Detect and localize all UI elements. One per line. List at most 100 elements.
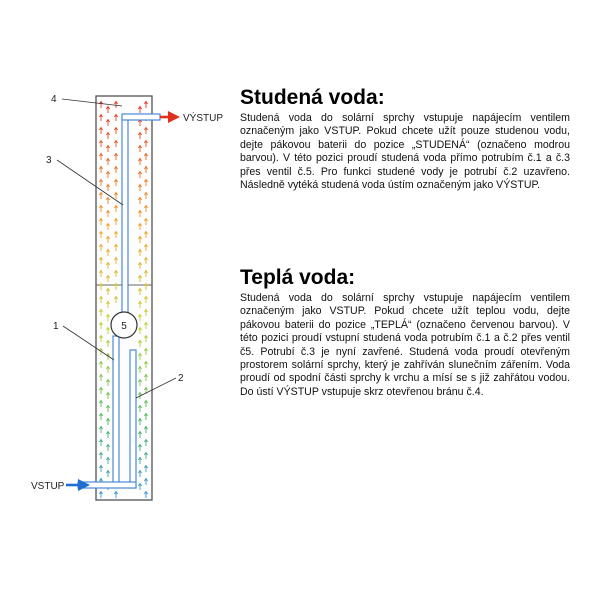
flow-arrow-mark: [114, 204, 118, 212]
flow-arrow-mark: [138, 274, 142, 282]
flow-arrow-mark: [99, 490, 103, 498]
flow-arrow-mark: [106, 261, 110, 269]
cold-water-title: Studená voda:: [240, 86, 385, 109]
flow-arrow-mark: [114, 178, 118, 186]
outlet-arrow: [160, 111, 180, 123]
warm-water-title: Teplá voda:: [240, 266, 356, 289]
flow-arrow-mark: [138, 443, 142, 451]
flow-arrow-mark: [144, 438, 148, 446]
flow-arrow-mark: [138, 105, 142, 113]
flow-arrow-mark: [144, 139, 148, 147]
inlet-arrow: [66, 479, 90, 491]
flow-arrow-mark: [99, 152, 103, 160]
flow-arrow-mark: [106, 209, 110, 217]
flow-arrow-mark: [106, 443, 110, 451]
flow-arrow-mark: [99, 165, 103, 173]
flow-arrow-mark: [144, 243, 148, 251]
flow-arrow-mark: [144, 321, 148, 329]
flow-arrow-mark: [99, 191, 103, 199]
flow-arrow-mark: [106, 404, 110, 412]
flow-arrow-mark: [138, 261, 142, 269]
flow-arrow-mark: [106, 196, 110, 204]
flow-arrow-mark: [114, 282, 118, 290]
flow-arrow-mark: [106, 417, 110, 425]
flow-arrow-mark: [138, 170, 142, 178]
flow-arrow-mark: [144, 191, 148, 199]
flow-arrow-mark: [138, 248, 142, 256]
flow-arrow-mark: [144, 217, 148, 225]
flow-arrow-mark: [99, 256, 103, 264]
flow-arrow-mark: [144, 256, 148, 264]
flow-arrow-mark: [99, 126, 103, 134]
label-3: 3: [46, 155, 52, 166]
flow-arrow-mark: [144, 347, 148, 355]
flow-arrow-mark: [144, 399, 148, 407]
flow-arrow-mark: [144, 204, 148, 212]
flow-arrow-mark: [99, 334, 103, 342]
valve-5: [110, 311, 138, 339]
flow-arrow-mark: [106, 105, 110, 113]
solar-shower-diagram: 5 4 3 1 2 VÝSTUP VSTUP: [31, 94, 223, 501]
flow-arrow-mark: [106, 170, 110, 178]
flow-arrow-mark: [144, 165, 148, 173]
flow-arrow-mark: [144, 373, 148, 381]
flow-arrow-mark: [144, 451, 148, 459]
pipe-1: [112, 335, 120, 485]
flow-arrow-mark: [99, 464, 103, 472]
flow-arrow-mark: [106, 222, 110, 230]
flow-arrow-mark: [99, 230, 103, 238]
flow-arrow-mark: [144, 178, 148, 186]
flow-arrow-mark: [138, 365, 142, 373]
flow-arrow-mark: [99, 243, 103, 251]
flow-arrow-mark: [99, 139, 103, 147]
flow-arrow-mark: [114, 256, 118, 264]
flow-arrow-mark: [106, 365, 110, 373]
flow-arrow-mark: [99, 399, 103, 407]
flow-arrow-mark: [144, 230, 148, 238]
flow-arrow-mark: [144, 490, 148, 498]
flow-arrow-mark: [114, 152, 118, 160]
outlet-label: VÝSTUP: [183, 111, 223, 124]
flow-arrow-mark: [99, 412, 103, 420]
flow-arrow-mark: [144, 360, 148, 368]
flow-arrow-mark: [106, 248, 110, 256]
flow-arrow-mark: [99, 295, 103, 303]
leader-line-2: [135, 377, 177, 399]
flow-arrow-mark: [106, 157, 110, 165]
flow-arrow-mark: [106, 339, 110, 347]
flow-arrow-mark: [138, 235, 142, 243]
flow-arrow-mark: [144, 412, 148, 420]
flow-arrow-mark: [138, 300, 142, 308]
warm-water-text: Studená voda do solární sprchy vstupuje …: [240, 292, 570, 398]
flow-arrow-mark: [138, 482, 142, 490]
cold-water-text: Studená voda do solární sprchy vstupuje …: [240, 112, 570, 192]
label-4: 4: [51, 94, 57, 105]
flow-arrow-mark: [106, 313, 110, 321]
flow-arrow-mark: [114, 191, 118, 199]
flow-arrow-mark: [106, 430, 110, 438]
flow-arrow-mark: [138, 469, 142, 477]
flow-arrow-mark: [138, 339, 142, 347]
leader-line-3: [56, 159, 124, 206]
flow-arrow-mark: [138, 196, 142, 204]
flow-arrow-mark: [99, 321, 103, 329]
flow-arrow-mark: [138, 352, 142, 360]
flow-arrow-mark: [99, 373, 103, 381]
pipe-3: [121, 117, 129, 315]
label-2: 2: [178, 373, 184, 384]
flow-arrow-mark: [106, 456, 110, 464]
valve-5-label: 5: [121, 321, 127, 332]
flow-arrow-mark: [99, 178, 103, 186]
flow-arrow-mark: [144, 100, 148, 108]
flow-arrow-mark: [114, 139, 118, 147]
flow-arrow-mark: [106, 144, 110, 152]
flow-arrow-mark: [106, 118, 110, 126]
flow-arrow-mark: [99, 425, 103, 433]
flow-arrow-mark: [106, 183, 110, 191]
flow-arrow-mark: [138, 430, 142, 438]
flow-arrow-mark: [114, 165, 118, 173]
flow-arrow-mark: [106, 469, 110, 477]
flow-arrow-mark: [114, 490, 118, 498]
flow-arrow-mark: [138, 378, 142, 386]
flow-arrow-mark: [144, 308, 148, 316]
